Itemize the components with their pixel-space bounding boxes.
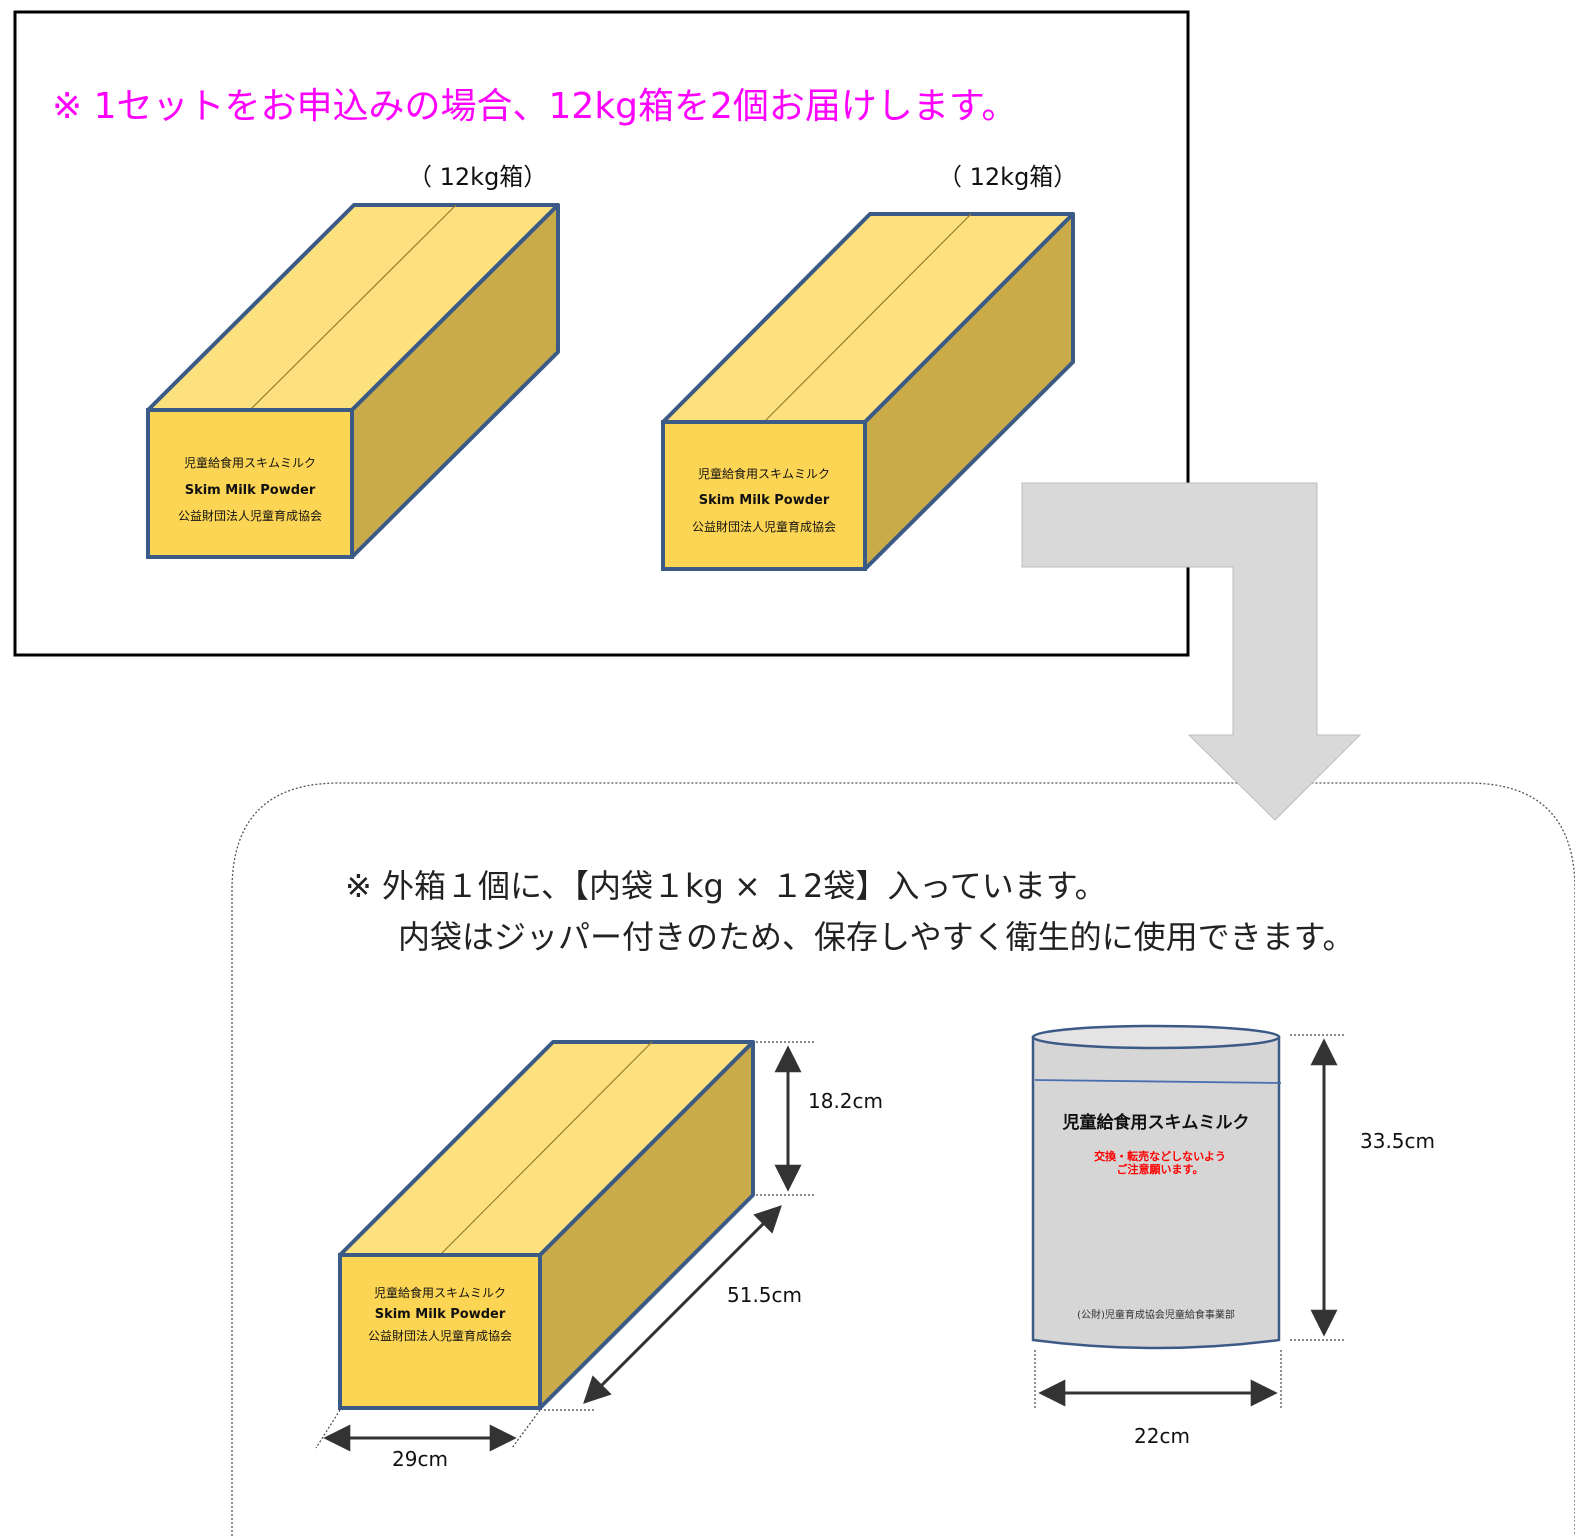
box-1-label-line2: Skim Milk Powder [185, 483, 316, 498]
bottom-box-label-line1: 児童給食用スキムミルク [374, 1285, 506, 1300]
bottom-note-line2: 内袋はジッパー付きのため、保存しやすく衛生的に使用できます。 [398, 918, 1354, 956]
inner-bag-footer: (公財)児童育成協会児童給食事業部 [1077, 1308, 1235, 1321]
inner-bag-zipper-line [1034, 1079, 1282, 1084]
box-1-label-line3: 公益財団法人児童育成協会 [178, 508, 322, 523]
flow-arrow [1021, 482, 1362, 821]
box-2-caption: （ 12kg箱） [938, 163, 1077, 191]
box-1-label-line1: 児童給食用スキムミルク [184, 455, 316, 470]
bottom-box-label-line2: Skim Milk Powder [375, 1307, 506, 1322]
bottom-box-front [338, 1253, 542, 1410]
inner-bag-warning-line2: ご注意願います。 [1117, 1162, 1204, 1176]
dimension-height: 18.2cm [756, 1041, 883, 1196]
box-2-label-line3: 公益財団法人児童育成協会 [692, 519, 836, 534]
box-2-label-line1: 児童給食用スキムミルク [698, 466, 830, 481]
bottom-box-label-line3: 公益財団法人児童育成協会 [368, 1328, 512, 1343]
box-2-front [661, 420, 867, 571]
bag-dimension-height: 33.5cm [1290, 1034, 1435, 1341]
box-1-caption: （ 12kg箱） [408, 163, 547, 191]
dimension-depth: 51.5cm [544, 1205, 802, 1411]
bottom-note-line1: ※ 外箱１個に、【内袋１kg × １2袋】入っています。 [345, 867, 1107, 905]
dimension-width-label: 29cm [392, 1447, 448, 1471]
inner-bag-warning-line1: 交換・転売などしないよう [1094, 1149, 1226, 1163]
box-2-label-line2: Skim Milk Powder [699, 493, 830, 508]
inner-bag-title: 児童給食用スキムミルク [1062, 1112, 1250, 1133]
top-heading: ※ 1セットをお申込みの場合、12kg箱を2個お届けします。 [52, 86, 1017, 127]
box-1: （ 12kg箱） 児童給食用スキムミルク Skim Milk Powder 公益… [146, 163, 560, 559]
bag-dimension-height-label: 33.5cm [1360, 1129, 1435, 1153]
bag-dimension-width-label: 22cm [1134, 1424, 1190, 1448]
dimension-width: 29cm [315, 1409, 541, 1471]
dimension-depth-label: 51.5cm [727, 1283, 802, 1307]
inner-bag-body [1031, 1035, 1281, 1350]
inner-bag-opening [1031, 1024, 1281, 1050]
dimension-height-label: 18.2cm [808, 1089, 883, 1113]
box-1-front [146, 408, 354, 559]
box-2: （ 12kg箱） 児童給食用スキムミルク Skim Milk Powder 公益… [661, 163, 1077, 571]
inner-bag: 児童給食用スキムミルク 交換・転売などしないよう ご注意願います。 (公財)児童… [1031, 1024, 1282, 1350]
bag-dimension-width: 22cm [1034, 1350, 1282, 1448]
